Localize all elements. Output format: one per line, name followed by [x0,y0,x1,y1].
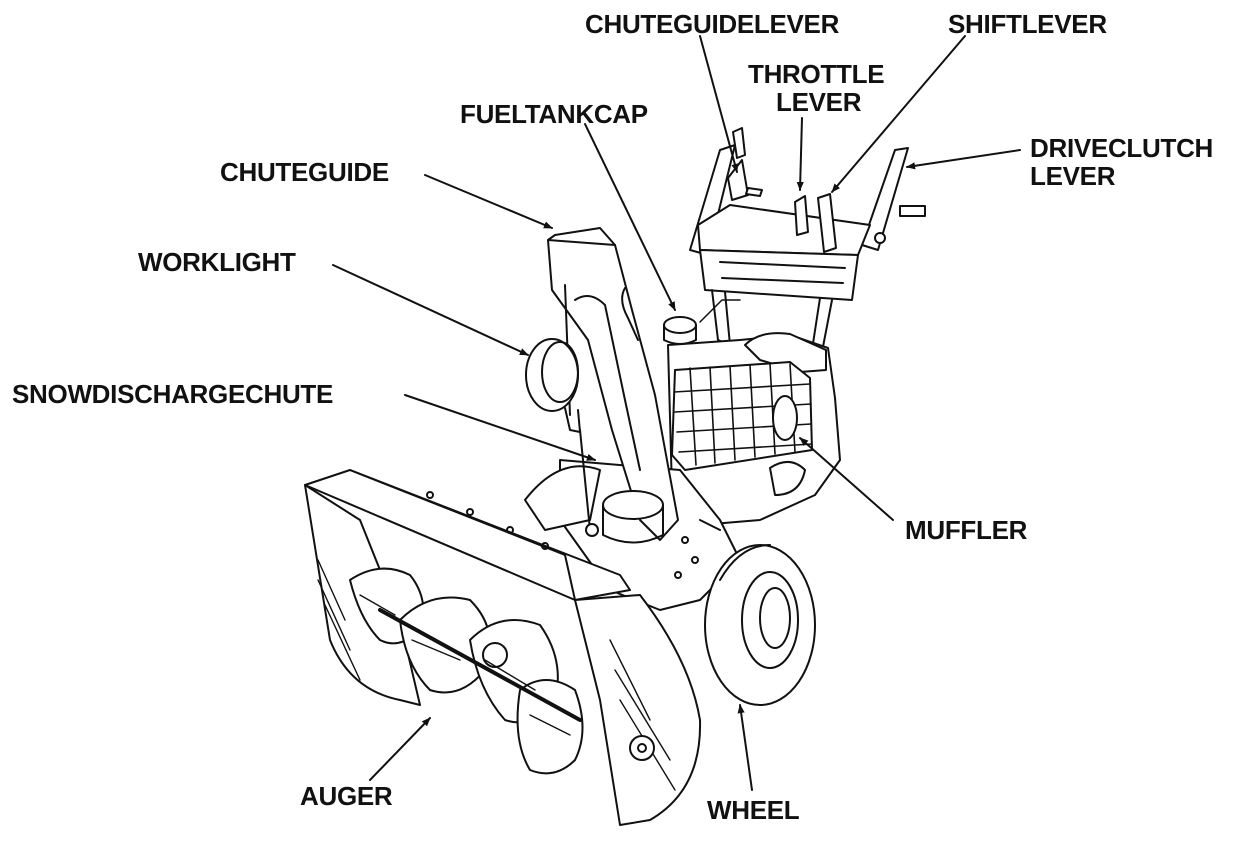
label-wheel: WHEEL [707,795,800,825]
label-work-light: WORKLIGHT [138,247,296,277]
engine [663,299,841,526]
label-auger: AUGER [300,781,393,811]
label-muffler: MUFFLER [905,515,1028,545]
label-shift-lever: SHIFTLEVER [948,9,1107,39]
label-drive-clutch-lever-line2: LEVER [1030,161,1116,191]
label-fuel-tank-cap: FUELTANKCAP [460,99,648,129]
label-snow-discharge-chute: SNOWDISCHARGECHUTE [12,379,334,409]
leader-lines [332,35,1021,791]
auger-housing [304,469,702,826]
chute-assembly [525,227,679,544]
label-chute-guide: CHUTEGUIDE [220,157,389,187]
label-throttle-lever: THROTTLE LEVER [748,59,885,117]
label-drive-clutch-lever-line1: DRIVECLUTCH [1030,133,1214,163]
auger-blades [349,567,584,775]
label-chute-guide-lever: CHUTEGUIDELEVER [585,9,840,39]
label-drive-clutch-lever: DRIVECLUTCH LEVER [1030,134,1213,190]
wheel-drawing [704,544,816,706]
label-throttle-lever-line1: THROTTLE [748,59,885,89]
handle-assembly [689,127,926,353]
label-throttle-lever-line2: LEVER [776,87,862,117]
